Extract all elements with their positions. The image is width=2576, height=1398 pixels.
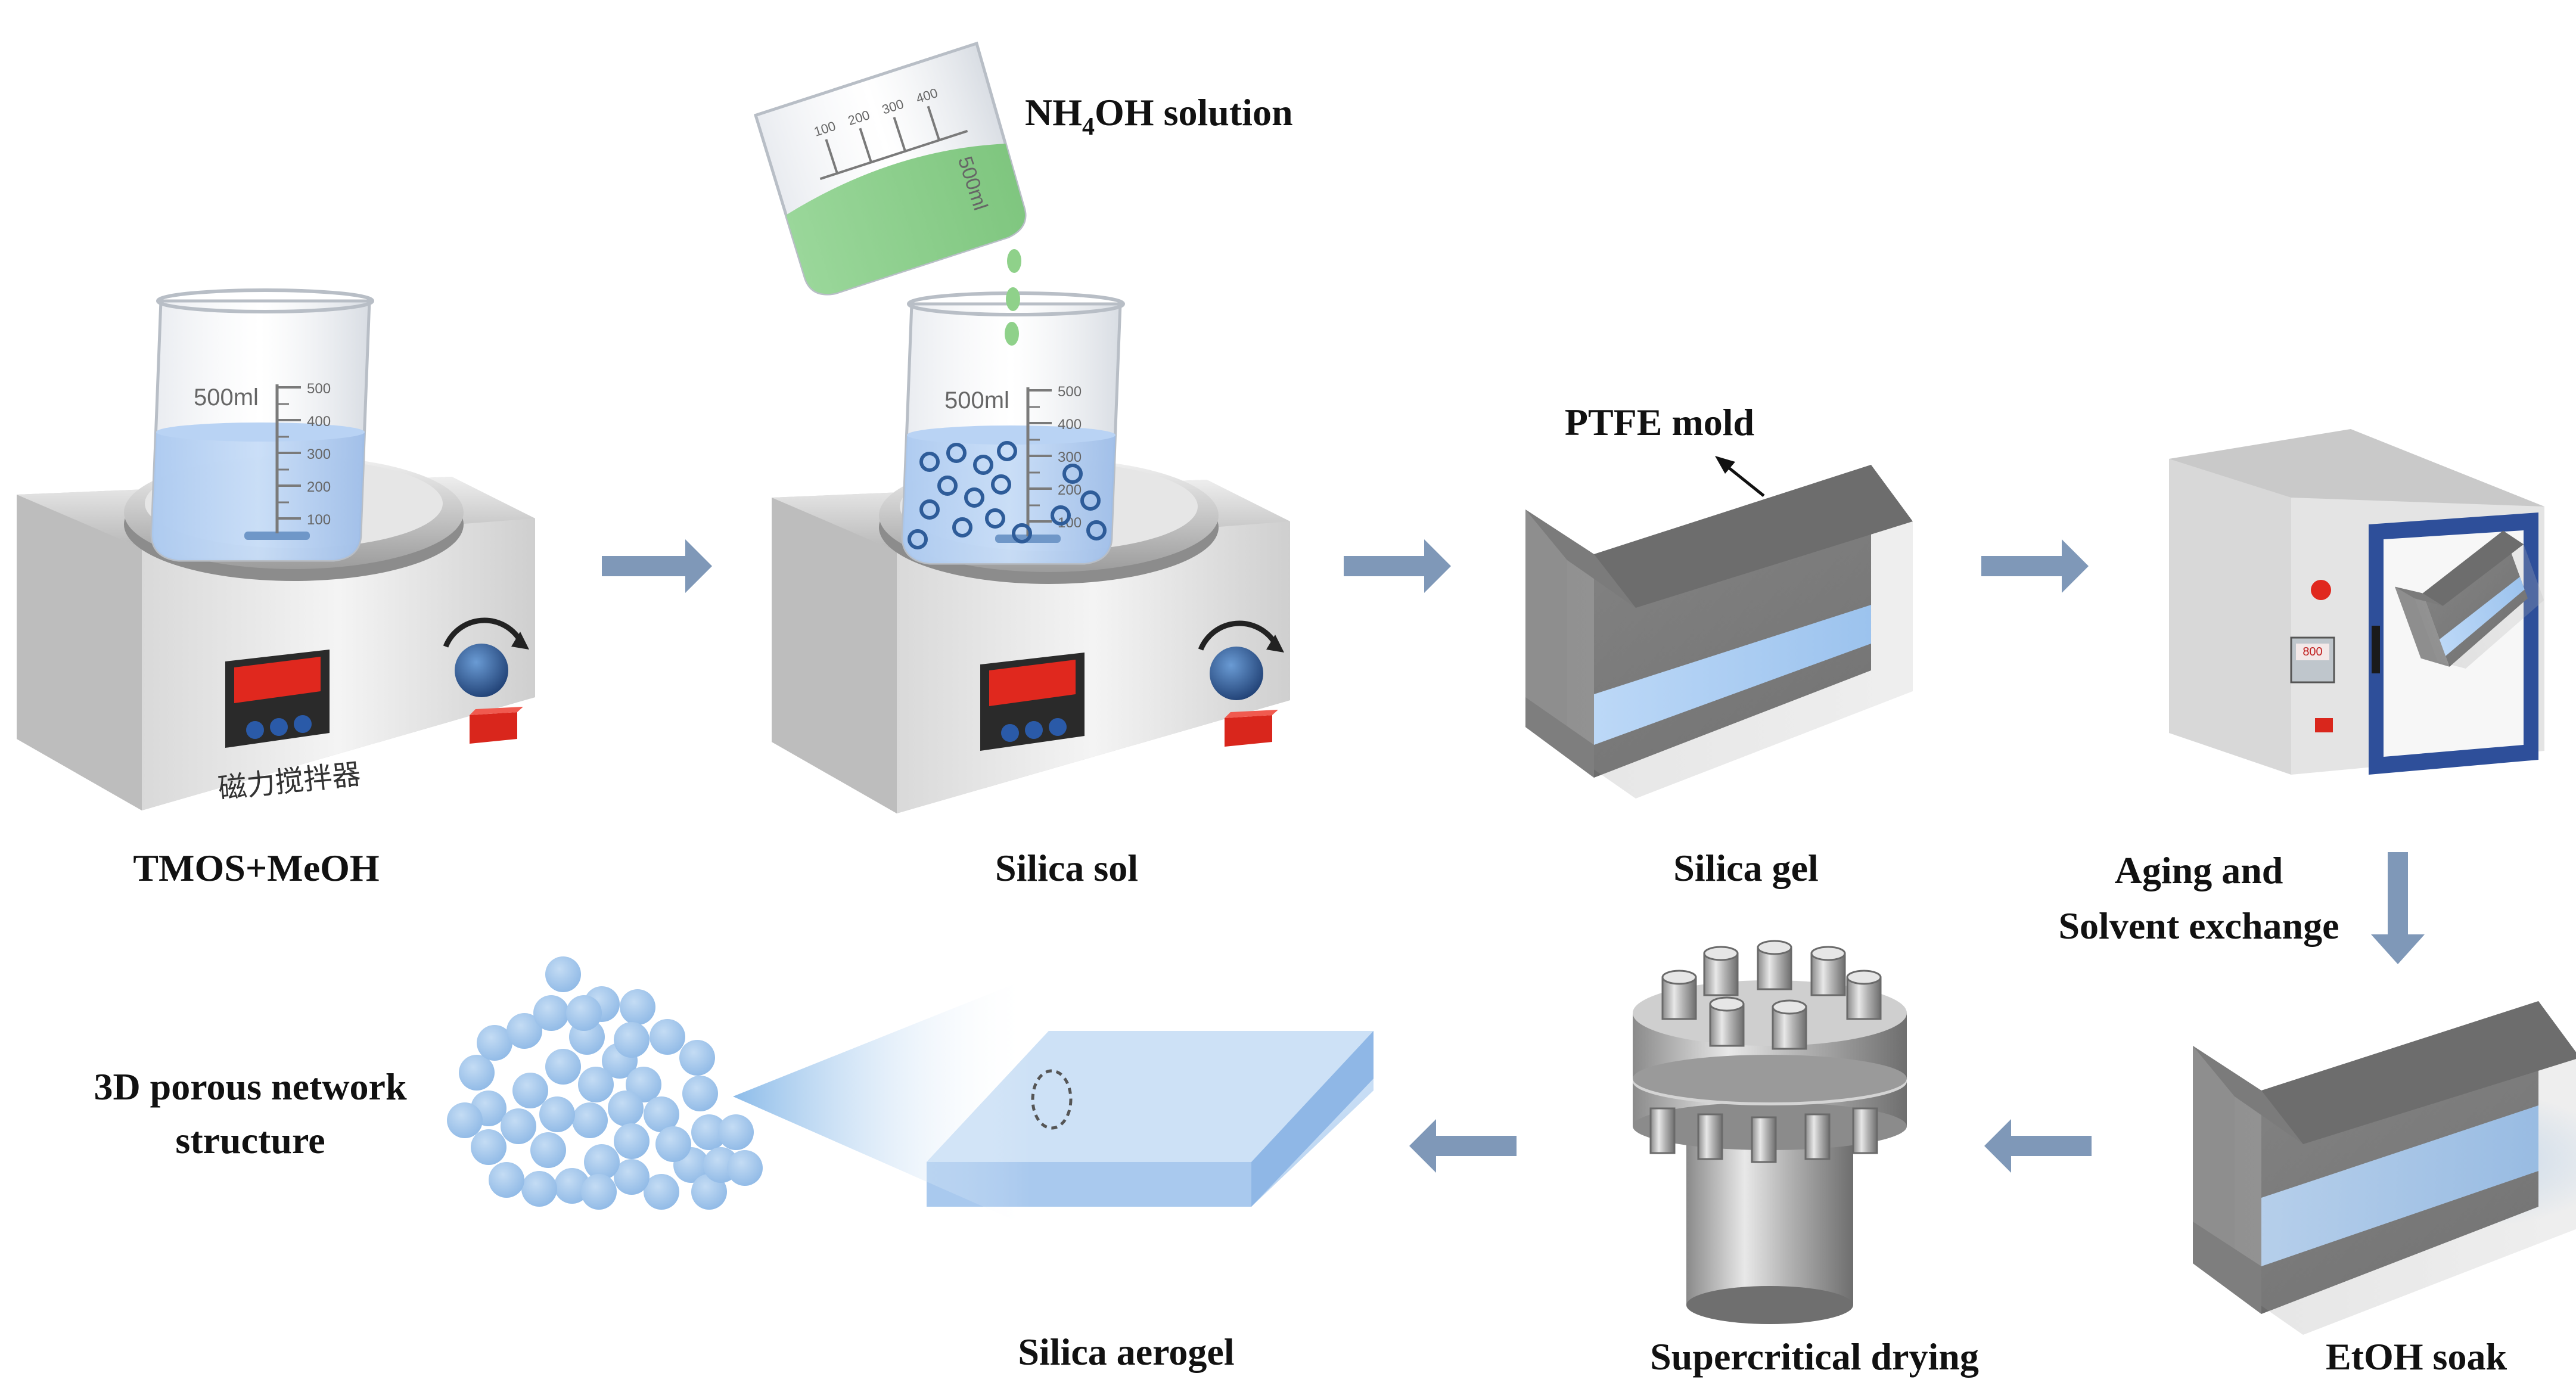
label-etoh-soak: EtOH soak xyxy=(2326,1335,2507,1378)
silica-sphere xyxy=(545,1049,581,1085)
silica-sphere xyxy=(620,989,655,1025)
nh4oh-rest: OH solution xyxy=(1095,91,1293,133)
ptfe-mold-box xyxy=(1525,465,1913,799)
label-ptfe-mold: PTFE mold xyxy=(1565,401,1754,443)
beaker-2: 500ml 500 400 300 200 100 xyxy=(903,293,1123,563)
label-aging-and: Aging and xyxy=(2115,849,2283,891)
silica-sphere xyxy=(718,1114,754,1150)
oven-side xyxy=(2169,459,2291,775)
label-supercritical-drying: Supercritical drying xyxy=(1650,1335,1979,1378)
oven-inner-box xyxy=(2389,526,2557,682)
label-silica-aerogel: Silica aerogel xyxy=(1018,1331,1234,1373)
etoh-box xyxy=(2193,1001,2576,1335)
step-silica-aerogel: Silica aerogel xyxy=(733,977,1374,1373)
silica-sphere xyxy=(682,1076,718,1111)
silica-sphere xyxy=(566,995,602,1031)
silica-sphere xyxy=(614,1123,650,1159)
beaker-tick-300-2: 300 xyxy=(1058,449,1082,465)
silica-sphere xyxy=(644,1174,679,1210)
silica-sphere xyxy=(614,1159,650,1195)
autoclave-lid xyxy=(1633,980,1907,1046)
ptfe-pointer-line xyxy=(1724,464,1765,497)
label-silica-gel: Silica gel xyxy=(1673,847,1819,889)
silica-sphere xyxy=(584,1144,620,1180)
beaker-tick-200: 200 xyxy=(307,479,331,495)
nh4oh-drops xyxy=(1005,249,1021,346)
silica-sphere xyxy=(655,1126,691,1162)
silica-sphere xyxy=(581,1174,617,1210)
step-silica-gel: PTFE mold Silica gel xyxy=(1525,401,1913,889)
step-silica-sol: 500ml 500 400 300 200 100 100 xyxy=(753,41,1293,889)
silica-sphere xyxy=(501,1108,536,1144)
ptfe-pointer-head xyxy=(1715,456,1735,474)
silica-sphere xyxy=(477,1025,512,1061)
beaker-volume-1: 500ml xyxy=(194,384,259,411)
sol-particles xyxy=(908,441,1107,549)
silica-sphere xyxy=(644,1096,679,1132)
oven-indicator-red xyxy=(2311,580,2331,600)
autoclave-bolts xyxy=(1649,940,1882,1163)
pouring-beaker: 100 200 300 400 500ml xyxy=(753,41,1027,296)
silica-sphere xyxy=(572,1102,608,1138)
beaker-tick-100: 100 xyxy=(307,512,331,528)
silica-sphere xyxy=(545,956,581,992)
oven-display-value: 800 xyxy=(2302,645,2322,658)
silica-sphere xyxy=(521,1171,557,1207)
silica-sphere xyxy=(447,1102,483,1138)
beaker-tick-500: 500 xyxy=(307,381,331,397)
silica-sphere xyxy=(578,1067,614,1102)
gel-liquid xyxy=(1594,605,1871,745)
silica-sphere xyxy=(614,1022,650,1058)
beaker-tick-300: 300 xyxy=(307,446,331,462)
silica-sphere xyxy=(554,1168,590,1204)
arrow-right-2 xyxy=(1344,539,1451,593)
silica-sphere xyxy=(691,1174,727,1210)
step-aging-oven: 800 Aging and Solvent exchange xyxy=(2058,429,2557,947)
step-porous-network: 3D porous network structure xyxy=(94,956,763,1210)
silica-sphere xyxy=(530,1132,566,1168)
silica-sphere xyxy=(471,1129,507,1165)
silica-sphere xyxy=(679,1040,715,1076)
label-structure: structure xyxy=(175,1119,325,1161)
label-tmos-meoh: TMOS+MeOH xyxy=(133,847,379,889)
aerogel-slab-side xyxy=(1251,1031,1374,1207)
nh4oh-subscript: 4 xyxy=(1082,113,1095,141)
silica-sphere xyxy=(539,1096,575,1132)
beaker-tick-400-2: 400 xyxy=(1058,417,1082,433)
silica-sphere xyxy=(727,1150,763,1186)
oven-button-red xyxy=(2315,718,2333,732)
silica-sphere xyxy=(691,1114,727,1150)
zoom-cone xyxy=(733,977,1031,1228)
label-solvent-exchange: Solvent exchange xyxy=(2058,905,2339,947)
beaker-tick-500-2: 500 xyxy=(1058,384,1082,400)
silica-sphere xyxy=(459,1055,495,1091)
etoh-liquid xyxy=(2261,1105,2538,1266)
step-supercritical-drying: Supercritical drying xyxy=(1633,940,1979,1378)
silica-sphere xyxy=(507,1013,542,1049)
step-etoh-soak: EtOH soak xyxy=(2193,1001,2576,1378)
arrow-left-1 xyxy=(1984,1119,2092,1173)
silica-sphere xyxy=(489,1162,524,1198)
beaker-tick-400: 400 xyxy=(307,414,331,430)
arrow-right-3 xyxy=(1981,539,2089,593)
silica-spheres xyxy=(447,956,763,1210)
silica-sphere xyxy=(512,1073,548,1108)
step-tmos-meoh: 磁力搅拌器 500ml 500 400 300 200 100 TMOS+MeO… xyxy=(17,290,535,889)
beaker-tick-200-2: 200 xyxy=(1058,482,1082,498)
label-nh4oh-solution: NH4OH solution xyxy=(1025,91,1293,141)
nh4oh-main: NH xyxy=(1025,91,1082,133)
arrow-down xyxy=(2371,852,2425,964)
silica-sphere xyxy=(533,995,569,1031)
silica-sphere xyxy=(650,1019,685,1055)
beaker-volume-2: 500ml xyxy=(944,387,1009,414)
label-3d-porous-network: 3D porous network xyxy=(94,1065,407,1108)
arrow-right-1 xyxy=(602,539,712,593)
oven-handle xyxy=(2372,626,2380,673)
silica-sphere xyxy=(608,1091,644,1126)
aerogel-zoom-circle xyxy=(1031,1069,1073,1130)
label-silica-sol: Silica sol xyxy=(995,847,1138,889)
beaker-1: 500ml 500 400 300 200 100 xyxy=(152,290,372,560)
arrow-left-2 xyxy=(1409,1119,1517,1173)
